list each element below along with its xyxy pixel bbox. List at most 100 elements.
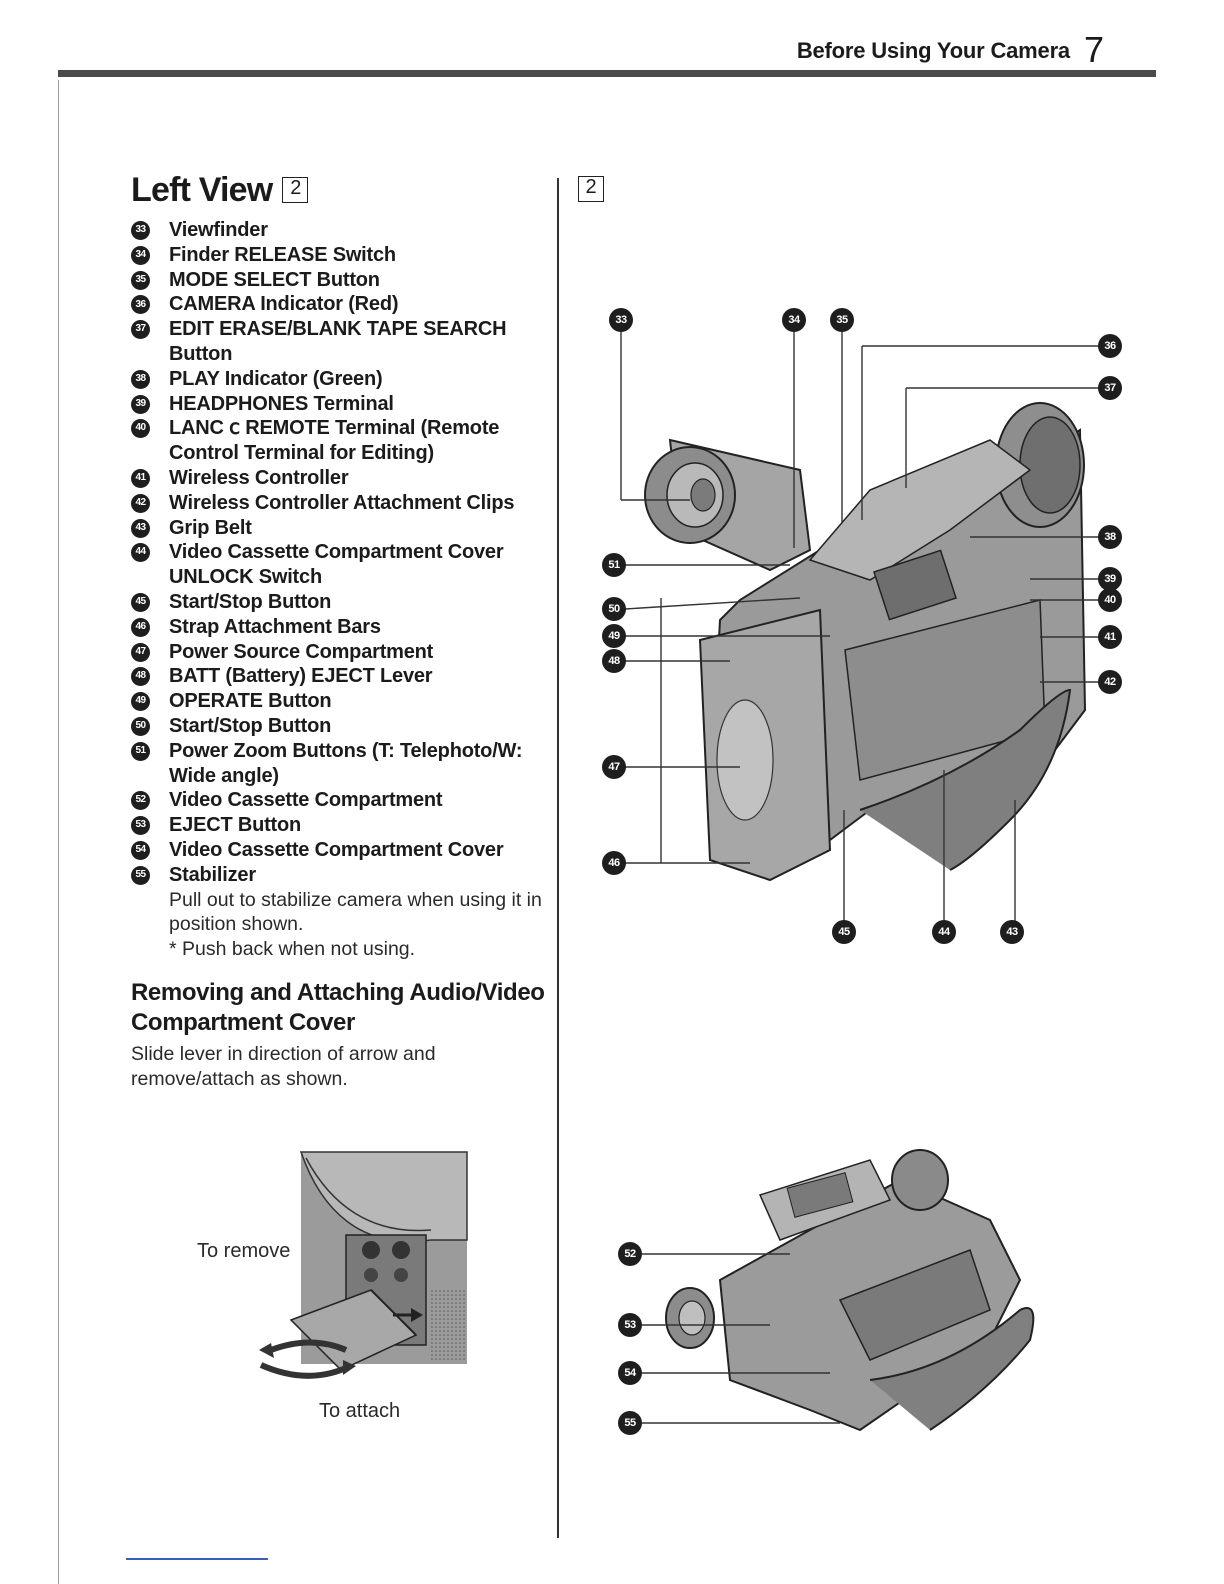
part-item: 44 Video Cassette Compartment Cover UNLOC… xyxy=(131,540,551,590)
part-item: 48 BATT (Battery) EJECT Lever xyxy=(131,664,551,689)
figure-ref-badge-main: 2 xyxy=(578,176,604,202)
part-number-badge: 46 xyxy=(131,617,150,637)
page-header: Before Using Your Camera 7 xyxy=(797,26,1104,70)
part-item: 37 EDIT ERASE/BLANK TAPE SEARCH Button xyxy=(131,317,551,367)
part-label: PLAY Indicator (Green) xyxy=(169,367,383,390)
part-item: 40 LANC ⅽ REMOTE Terminal (Remote Control… xyxy=(131,416,551,466)
part-label: Video Cassette Compartment Cover UNLOCK … xyxy=(169,541,504,589)
part-label: Power Zoom Buttons (T: Telephoto/W: Wide… xyxy=(169,739,523,787)
part-number-badge: 39 xyxy=(131,394,150,414)
part-label: Grip Belt xyxy=(169,516,252,539)
part-label: Viewfinder xyxy=(169,219,268,241)
part-item: 52 Video Cassette Compartment xyxy=(131,788,551,813)
part-label: Start/Stop Button xyxy=(169,714,332,737)
part-number-badge: 47 xyxy=(131,642,150,662)
callout-marker: 35 xyxy=(830,308,854,332)
part-number-badge: 54 xyxy=(131,840,150,860)
part-number-badge: 36 xyxy=(131,295,150,315)
part-number-badge: 53 xyxy=(131,816,150,836)
callout-marker: 42 xyxy=(1098,670,1122,694)
stabilizer-note-push: * Push back when not using. xyxy=(169,938,416,961)
left-view-figure: 2 xyxy=(570,170,1156,970)
callout-marker: 55 xyxy=(618,1411,642,1435)
left-view-title: Left View xyxy=(131,170,273,209)
part-label: HEADPHONES Terminal xyxy=(169,392,394,415)
header-rule xyxy=(58,70,1156,77)
caption-to-remove: To remove xyxy=(197,1240,291,1262)
figure-ref-badge: 2 xyxy=(282,177,309,203)
removing-body: Slide lever in direction of arrow and re… xyxy=(131,1043,436,1090)
bottom-mark xyxy=(126,1558,268,1560)
part-item: 43 Grip Belt xyxy=(131,516,551,541)
part-item: 54 Video Cassette Compartment Cover xyxy=(131,838,551,863)
part-number-badge: 48 xyxy=(131,667,150,687)
part-label: Video Cassette Compartment Cover xyxy=(169,838,504,861)
part-label: Wireless Controller xyxy=(169,466,349,489)
part-number-badge: 34 xyxy=(131,245,150,265)
cover-removal-illustration xyxy=(259,1151,468,1379)
callout-marker: 45 xyxy=(832,920,856,944)
part-number-badge: 43 xyxy=(131,518,150,538)
part-label: Power Source Compartment xyxy=(169,640,434,663)
part-number-badge: 49 xyxy=(131,692,150,712)
callout-marker: 47 xyxy=(602,755,626,779)
callout-marker: 43 xyxy=(1000,920,1024,944)
part-label: Stabilizer xyxy=(169,863,256,886)
stabilizer-note: Pull out to stabilize camera when using … xyxy=(169,888,542,936)
part-item: 49 OPERATE Button xyxy=(131,689,551,714)
callout-marker: 33 xyxy=(609,308,633,332)
part-number-badge: 37 xyxy=(131,320,150,340)
part-number-badge: 33 xyxy=(131,221,150,240)
part-item: 33 Viewfinder xyxy=(131,218,551,243)
part-number-badge: 51 xyxy=(131,741,150,761)
page-number: 7 xyxy=(1083,29,1104,70)
part-number-badge: 42 xyxy=(131,493,150,513)
part-item: 34 Finder RELEASE Switch xyxy=(131,243,551,268)
part-label: LANC ⅽ REMOTE Terminal (Remote Control T… xyxy=(169,417,500,465)
part-number-badge: 40 xyxy=(131,419,150,439)
removing-section: Removing and Attaching Audio/Video Compa… xyxy=(131,978,551,1092)
callout-marker: 50 xyxy=(602,597,626,621)
part-item: 39 HEADPHONES Terminal xyxy=(131,392,551,417)
callout-marker: 38 xyxy=(1098,525,1122,549)
camcorder-open-illustration xyxy=(642,1149,1035,1432)
callout-marker: 34 xyxy=(782,308,806,332)
callout-marker: 48 xyxy=(602,649,626,673)
callout-marker: 36 xyxy=(1098,334,1122,358)
part-label: Finder RELEASE Switch xyxy=(169,243,396,266)
header-title: Before Using Your Camera xyxy=(796,38,1070,63)
callout-marker: 40 xyxy=(1098,588,1122,612)
removing-title: Removing and Attaching Audio/Video Compa… xyxy=(131,979,545,1036)
part-item: 47 Power Source Compartment xyxy=(131,640,551,665)
callout-marker: 41 xyxy=(1098,625,1122,649)
part-label: Start/Stop Button xyxy=(169,590,332,613)
camcorder-left-illustration xyxy=(620,320,1110,932)
cover-removal-figure: To remove To attach xyxy=(131,1150,491,1440)
callout-marker: 46 xyxy=(602,851,626,875)
part-number-badge: 52 xyxy=(131,791,150,811)
caption-to-attach: To attach xyxy=(319,1400,401,1422)
callout-marker: 49 xyxy=(602,624,626,648)
part-label: EDIT ERASE/BLANK TAPE SEARCH Button xyxy=(169,318,507,365)
callout-marker: 54 xyxy=(618,1361,642,1385)
callout-marker: 52 xyxy=(618,1242,642,1266)
part-number-badge: 44 xyxy=(131,543,150,563)
column-divider xyxy=(557,178,559,1538)
callout-marker: 51 xyxy=(602,553,626,577)
part-label: Video Cassette Compartment xyxy=(169,789,443,812)
part-label: BATT (Battery) EJECT Lever xyxy=(169,665,433,688)
part-item: 41 Wireless Controller xyxy=(131,466,551,491)
part-label: OPERATE Button xyxy=(169,690,332,713)
part-label: EJECT Button xyxy=(169,814,302,837)
part-item: 53 EJECT Button xyxy=(131,813,551,838)
part-number-badge: 41 xyxy=(131,468,150,488)
callout-marker: 37 xyxy=(1098,376,1122,400)
